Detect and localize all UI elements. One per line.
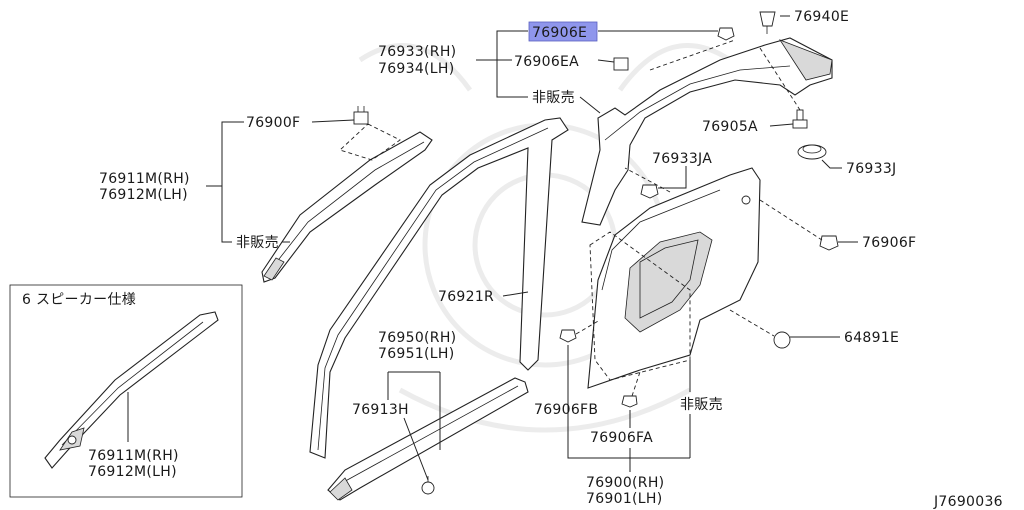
diagram-id: J7690036: [933, 494, 1003, 510]
clip-76933JA: [640, 184, 659, 199]
label-76950[interactable]: 76950(RH): [378, 330, 456, 346]
clip-76900F: [353, 106, 369, 125]
cap-76933J: [797, 144, 827, 160]
label-76933JA[interactable]: 76933JA: [652, 151, 712, 167]
inset-title: 6 スピーカー仕様: [22, 292, 136, 308]
label-76911M[interactable]: 76911M(RH): [99, 171, 190, 187]
label-76901[interactable]: 76901(LH): [586, 491, 663, 507]
label-not-sold-right: 非販売: [680, 397, 723, 413]
label-76951[interactable]: 76951(LH): [378, 346, 455, 362]
door-weatherstrip: [309, 117, 569, 459]
dashed-links-lower: [575, 199, 823, 397]
clip-76905A: [792, 109, 808, 129]
highlight-box: [528, 21, 598, 42]
label-76933J[interactable]: 76933J: [846, 161, 896, 177]
label-inset-76911M[interactable]: 76911M(RH): [88, 448, 179, 464]
clip-76940E: [759, 11, 776, 34]
kicking-plate: [327, 377, 529, 501]
label-76900F[interactable]: 76900F: [246, 115, 300, 131]
part-labels: 76906E 76940E 76933(RH) 76934(LH) 76906E…: [22, 9, 1003, 510]
label-76921R[interactable]: 76921R: [438, 289, 494, 305]
label-76906F[interactable]: 76906F: [862, 235, 916, 251]
clip-76906FB: [559, 329, 577, 343]
leader-lines: [206, 15, 858, 481]
clip-76906EA: [613, 57, 629, 71]
label-76906E[interactable]: 76906E: [532, 25, 587, 41]
clip-76913H: [421, 476, 435, 495]
label-76912M[interactable]: 76912M(LH): [99, 187, 188, 203]
label-not-sold-top: 非販売: [532, 90, 575, 106]
label-not-sold-left: 非販売: [236, 235, 279, 251]
label-64891E[interactable]: 64891E: [844, 330, 899, 346]
label-76900[interactable]: 76900(RH): [586, 475, 664, 491]
label-76913H[interactable]: 76913H: [352, 402, 409, 418]
label-76934[interactable]: 76934(LH): [378, 61, 455, 77]
inset-frame: [9, 284, 243, 498]
clip-76906F: [819, 235, 839, 251]
label-76906FA[interactable]: 76906FA: [590, 430, 653, 446]
front-pillar-garnish: [261, 131, 433, 283]
cap-64891E: [773, 331, 791, 349]
label-76940E[interactable]: 76940E: [794, 9, 849, 25]
clip-76906E: [717, 27, 735, 41]
dashed-link-76900F: [339, 123, 401, 161]
center-pillar-upper: [581, 37, 833, 226]
label-76906EA[interactable]: 76906EA: [514, 54, 579, 70]
label-76906FB[interactable]: 76906FB: [534, 402, 598, 418]
label-76933[interactable]: 76933(RH): [378, 44, 456, 60]
inset-pillar-garnish: [44, 311, 219, 469]
rear-side-finisher: [587, 167, 761, 389]
clip-76906FA: [621, 395, 638, 408]
label-inset-76912M[interactable]: 76912M(LH): [88, 464, 177, 480]
label-76905A[interactable]: 76905A: [702, 119, 758, 135]
